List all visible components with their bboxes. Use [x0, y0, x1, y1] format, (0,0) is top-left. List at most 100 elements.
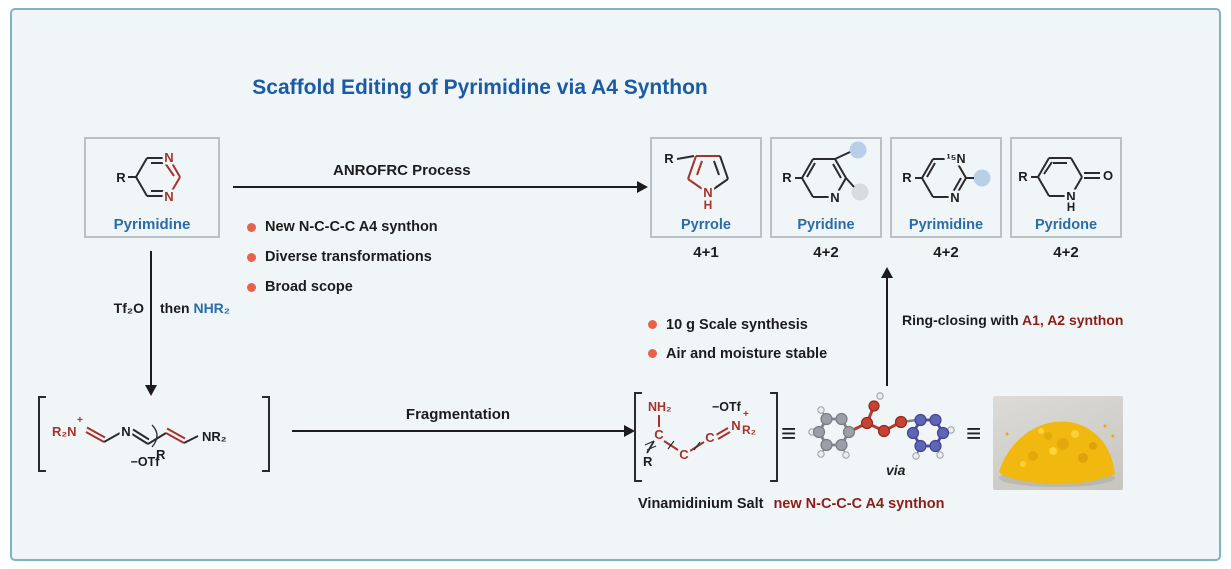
carbon-label: C	[705, 430, 715, 445]
feature-bullet-text: Diverse transformations	[265, 249, 432, 265]
scale-bullet-text: 10 g Scale synthesis	[666, 316, 808, 333]
start-molecule-name: Pyrimidine	[113, 216, 191, 233]
substituent-label-r: R	[902, 170, 912, 185]
feature-bullet-text: Broad scope	[265, 279, 353, 295]
substituent-label-r: R	[1018, 169, 1028, 184]
ring-closing-prefix: Ring-closing with	[902, 312, 1019, 328]
atom-label-h: H	[704, 198, 713, 211]
right-bracket	[262, 396, 270, 472]
vinamidinium-caption: Vinamidinium Salt new N-C-C-C A4 synthon	[638, 496, 944, 512]
bullet-dot-icon	[648, 349, 657, 358]
pyrimidine-product-box: ¹⁵N N R Pyrimidine	[890, 137, 1002, 238]
substituent-circle-gray	[851, 183, 869, 201]
scale-bullet: Air and moisture stable	[648, 339, 827, 368]
fragmentation-label: Fragmentation	[405, 406, 511, 423]
main-arrow-label: ANROFRC Process	[333, 162, 471, 179]
substituent-label-r: R	[643, 454, 653, 469]
reagent-tf2o: Tf₂O	[113, 300, 144, 316]
ring-bonds	[128, 157, 181, 197]
carbon-atoms-gray	[812, 412, 856, 452]
pyrimidine-15n-structure: ¹⁵N N R	[900, 150, 991, 208]
feature-bullet: New N-C-C-C A4 synthon	[247, 212, 438, 242]
vinamidinium-structure: NH₂ −OTf C R C C N + R₂	[643, 400, 756, 469]
scale-bullet-text: Air and moisture stable	[666, 345, 828, 362]
r2-group-label: R₂	[742, 423, 756, 437]
ball-stick-model	[808, 392, 955, 460]
synthon-atoms-red	[860, 400, 908, 438]
carbon-label: C	[679, 447, 689, 462]
reagent-amine-main: NHR₂	[193, 300, 231, 316]
via-label: via	[886, 462, 906, 478]
ring-bonds	[676, 155, 729, 194]
counterion-label: −OTf	[712, 400, 742, 414]
amine-label: NH₂	[648, 400, 672, 414]
substituent-label-r: R	[156, 447, 166, 462]
vinamidinium-caption-main: Vinamidinium Salt	[638, 496, 764, 512]
counterion-label: −OTf	[131, 455, 161, 468]
substituent-label-r: R	[664, 151, 674, 166]
product-mode: 4+1	[693, 244, 719, 261]
product-name: Pyridone	[1034, 217, 1098, 233]
hydrogen-atoms	[808, 392, 955, 460]
synthon-bonds	[644, 415, 731, 454]
ring-bonds	[1031, 157, 1100, 197]
ring-bonds	[795, 151, 855, 198]
ring-closing-accent: A1, A2 synthon	[1022, 312, 1124, 328]
bullet-dot-icon	[247, 252, 256, 262]
feature-bullet-text: New N-C-C-C A4 synthon	[265, 219, 438, 235]
carbon-label: C	[654, 427, 664, 442]
pyrrole-structure: N H R	[662, 149, 729, 211]
equivalence-symbol: ≡	[966, 418, 982, 448]
equivalence-symbol: ≡	[781, 418, 797, 448]
substituent-circle-blue	[849, 141, 867, 159]
left-bracket	[38, 396, 46, 472]
feature-bullet: Broad scope	[247, 272, 438, 302]
right-bracket	[770, 392, 778, 482]
feature-bullet: Diverse transformations	[247, 242, 438, 272]
left-bracket	[634, 392, 642, 482]
atom-label-n: N	[1066, 189, 1075, 204]
pyrimidine-start-box: N N R Pyrimidine	[84, 137, 220, 238]
atom-label-n: N	[164, 189, 173, 204]
atom-label-n: N	[121, 424, 130, 439]
vinamidinium-caption-accent: new N-C-C-C A4 synthon	[773, 496, 945, 512]
pyrrole-product-box: N H R Pyrrole	[650, 137, 762, 238]
scale-bullet: 10 g Scale synthesis	[648, 310, 827, 339]
product-name: Pyrrole	[681, 217, 731, 233]
product-mode: 4+2	[1053, 244, 1079, 261]
product-name: Pyridine	[797, 217, 855, 233]
atom-label-n: N	[950, 190, 959, 205]
pyrimidine-structure: N N R	[114, 148, 181, 207]
atom-label-n: N	[731, 418, 740, 433]
fragmentation-arrow	[292, 425, 635, 437]
bullet-dot-icon	[247, 282, 256, 292]
feature-bullet-list: New N-C-C-C A4 synthon Diverse transform…	[247, 212, 438, 302]
amine-group-label: R₂N	[52, 424, 77, 439]
atom-label-15n: ¹⁵N	[946, 152, 965, 166]
powder-pile-illustration	[999, 421, 1115, 487]
product-name: Pyrimidine	[908, 217, 984, 233]
pyridone-structure: N H O R	[1016, 157, 1116, 211]
main-reaction-arrow	[233, 181, 648, 193]
ring-closing-label: Ring-closing with A1, A2 synthon	[902, 312, 1123, 328]
product-mode: 4+2	[933, 244, 959, 261]
pyridine-structure: N R	[780, 141, 869, 208]
substituent-label-r: R	[782, 170, 792, 185]
ring-closing-arrow	[881, 267, 893, 386]
product-mode: 4+2	[813, 244, 839, 261]
page-title: Scaffold Editing of Pyrimidine via A4 Sy…	[252, 76, 708, 99]
bullet-dot-icon	[648, 320, 657, 329]
atom-label-n: N	[830, 190, 839, 205]
atom-label-n: N	[164, 150, 173, 165]
reagent-amine-prefix: then	[160, 300, 190, 316]
powder-photo	[993, 396, 1123, 490]
substituent-label-r: R	[116, 170, 126, 185]
reagent-amine: then NHR₂	[160, 300, 230, 316]
activation-arrow	[145, 251, 157, 396]
nitrogen-ring-atoms-blue	[906, 413, 950, 453]
scale-bullet-list: 10 g Scale synthesis Air and moisture st…	[648, 310, 827, 368]
amine-group-label: NR₂	[202, 429, 227, 444]
atom-label-h: H	[1067, 202, 1075, 211]
atom-label-o: O	[1103, 168, 1113, 183]
